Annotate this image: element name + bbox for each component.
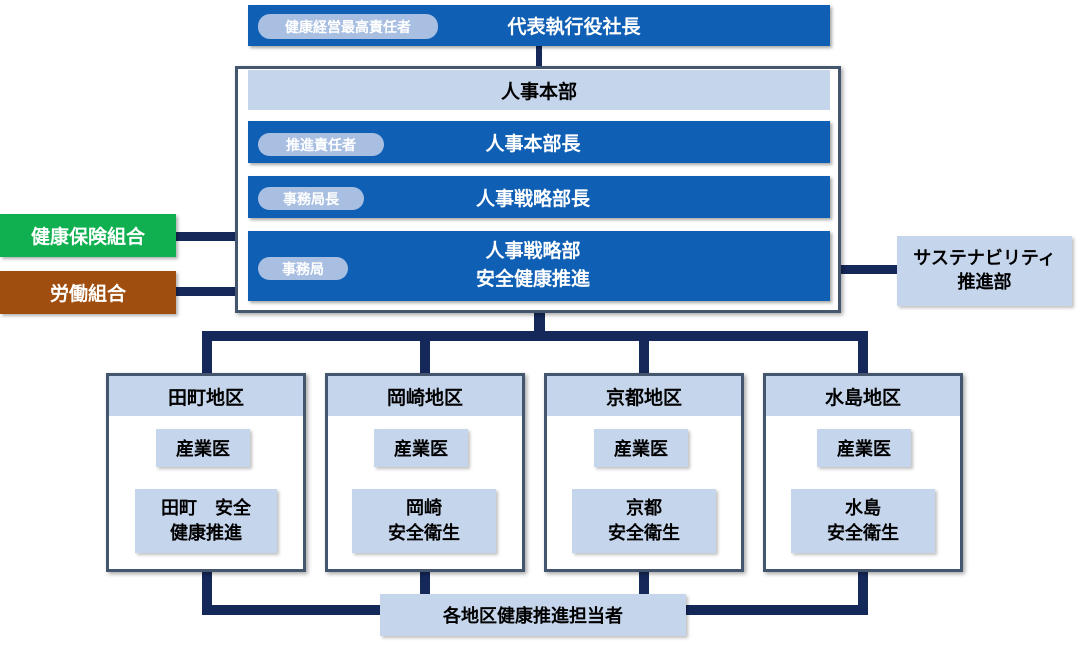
- hr-row-secretary-general-title: 人事戦略部長: [475, 187, 590, 210]
- connector-region-bus: [202, 331, 868, 341]
- connector-rise-region-1: [202, 570, 212, 615]
- connector-rise-region-2: [420, 570, 430, 600]
- connector-drop-region-1: [202, 331, 212, 375]
- connector-rise-region-4: [858, 570, 868, 615]
- region-unit-tamachi: 田町 安全 健康推進: [135, 489, 277, 553]
- hr-row-secretary-general: 事務局長 人事戦略部長: [248, 176, 830, 218]
- bottom-coordinators-box: 各地区健康推進担当者: [380, 594, 686, 636]
- region-name-mizushima: 水島地区: [766, 376, 960, 416]
- hr-header: 人事本部: [248, 70, 830, 110]
- connector-drop-region-2: [420, 331, 430, 375]
- region-doctor-kyoto: 産業医: [594, 429, 688, 467]
- hr-row-head-role-pill: 推進責任者: [258, 133, 384, 156]
- region-unit-okazaki: 岡崎 安全衛生: [352, 489, 496, 553]
- connector-sustainability: [841, 265, 897, 274]
- connector-labor-union: [176, 287, 238, 296]
- connector-top-to-hr: [536, 46, 542, 68]
- labor-union-box: 労働組合: [0, 271, 176, 314]
- region-doctor-mizushima: 産業医: [817, 429, 911, 467]
- region-name-okazaki: 岡崎地区: [328, 376, 522, 416]
- connector-drop-region-4: [858, 331, 868, 375]
- connector-rise-region-3: [639, 570, 649, 600]
- region-unit-mizushima: 水島 安全衛生: [791, 489, 935, 553]
- top-role-pill: 健康経営最高責任者: [258, 14, 438, 39]
- region-unit-kyoto: 京都 安全衛生: [572, 489, 716, 553]
- hr-row-head-title: 人事本部長: [485, 132, 581, 155]
- hr-row-secretariat-title: 人事戦略部 安全健康推進: [475, 240, 590, 290]
- connector-drop-region-3: [639, 331, 649, 375]
- region-doctor-tamachi: 産業医: [156, 429, 250, 467]
- top-executive-box: 健康経営最高責任者 代表執行役社長: [248, 5, 830, 46]
- top-title: 代表執行役社長: [507, 16, 641, 38]
- hr-row-head: 推進責任者 人事本部長: [248, 121, 830, 163]
- hr-row-secretariat-role-pill: 事務局: [258, 257, 348, 280]
- sustainability-box: サステナビリティ 推進部: [897, 236, 1072, 306]
- connector-insurance-union: [176, 232, 238, 241]
- hr-row-secretary-general-role-pill: 事務局長: [258, 187, 364, 210]
- region-name-tamachi: 田町地区: [109, 376, 303, 416]
- region-doctor-okazaki: 産業医: [374, 429, 468, 467]
- hr-row-secretariat: 事務局 人事戦略部 安全健康推進: [248, 231, 830, 301]
- region-name-kyoto: 京都地区: [547, 376, 741, 416]
- connector-hr-down: [534, 312, 545, 334]
- insurance-union-box: 健康保険組合: [0, 214, 176, 257]
